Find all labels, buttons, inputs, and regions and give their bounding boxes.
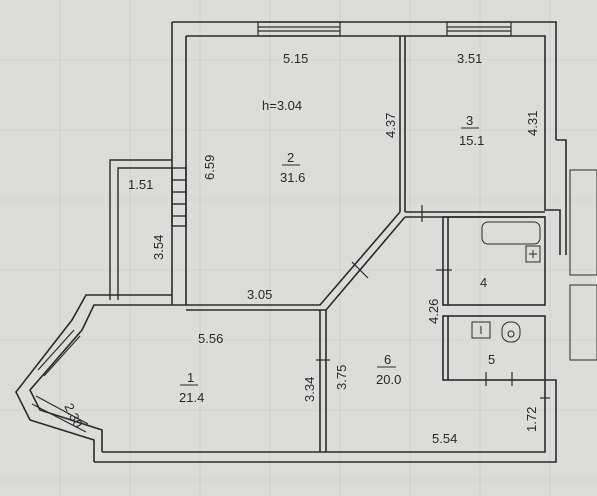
dim-room1-right: 3.34: [302, 377, 317, 402]
door-marks: [316, 205, 550, 399]
room-number: 1: [187, 370, 194, 385]
room-label-2: 2 31.6: [280, 150, 305, 185]
room-label-5: 5: [488, 352, 495, 367]
dim-corridor-right: 1.72: [524, 407, 539, 432]
room-area: 21.4: [179, 390, 204, 405]
dim-room2-bottom: 3.05: [247, 287, 272, 302]
dim-room2-top: 5.15: [283, 51, 308, 66]
dim-room2-left: 6.59: [202, 155, 217, 180]
dim-balcony-height: 3.54: [151, 235, 166, 260]
fixtures: [471, 169, 597, 361]
dim-room6-left: 3.75: [334, 365, 349, 390]
room-area: 31.6: [280, 170, 305, 185]
dim-balcony-width: 1.51: [128, 177, 153, 192]
dim-room3-top: 3.51: [457, 51, 482, 66]
dim-room6-bottom: 5.54: [432, 431, 457, 446]
room-number: 3: [466, 113, 473, 128]
room-area: 15.1: [459, 133, 484, 148]
dim-room2-right: 4.37: [383, 113, 398, 138]
dim-room1-bay: 2.30: [61, 401, 86, 430]
room-number: 5: [488, 352, 495, 367]
balcony: [109, 159, 187, 300]
room-number: 6: [384, 352, 391, 367]
interior-walls: [186, 36, 546, 452]
ceiling-height-label: h=3.04: [262, 98, 302, 113]
room-label-3: 3 15.1: [459, 113, 484, 148]
dim-room3-right: 4.31: [525, 111, 540, 136]
room-label-6: 6 20.0: [376, 352, 401, 387]
room-label-4: 4: [480, 275, 487, 290]
dim-room6-right: 4.26: [426, 299, 441, 324]
room-number: 4: [480, 275, 487, 290]
bay-windows: [31, 329, 89, 433]
room-area: 20.0: [376, 372, 401, 387]
room-number: 2: [287, 150, 294, 165]
top-windows: [257, 21, 512, 37]
outer-walls: [15, 21, 567, 463]
room-label-1: 1 21.4: [179, 370, 204, 405]
dim-room1-top: 5.56: [198, 331, 223, 346]
